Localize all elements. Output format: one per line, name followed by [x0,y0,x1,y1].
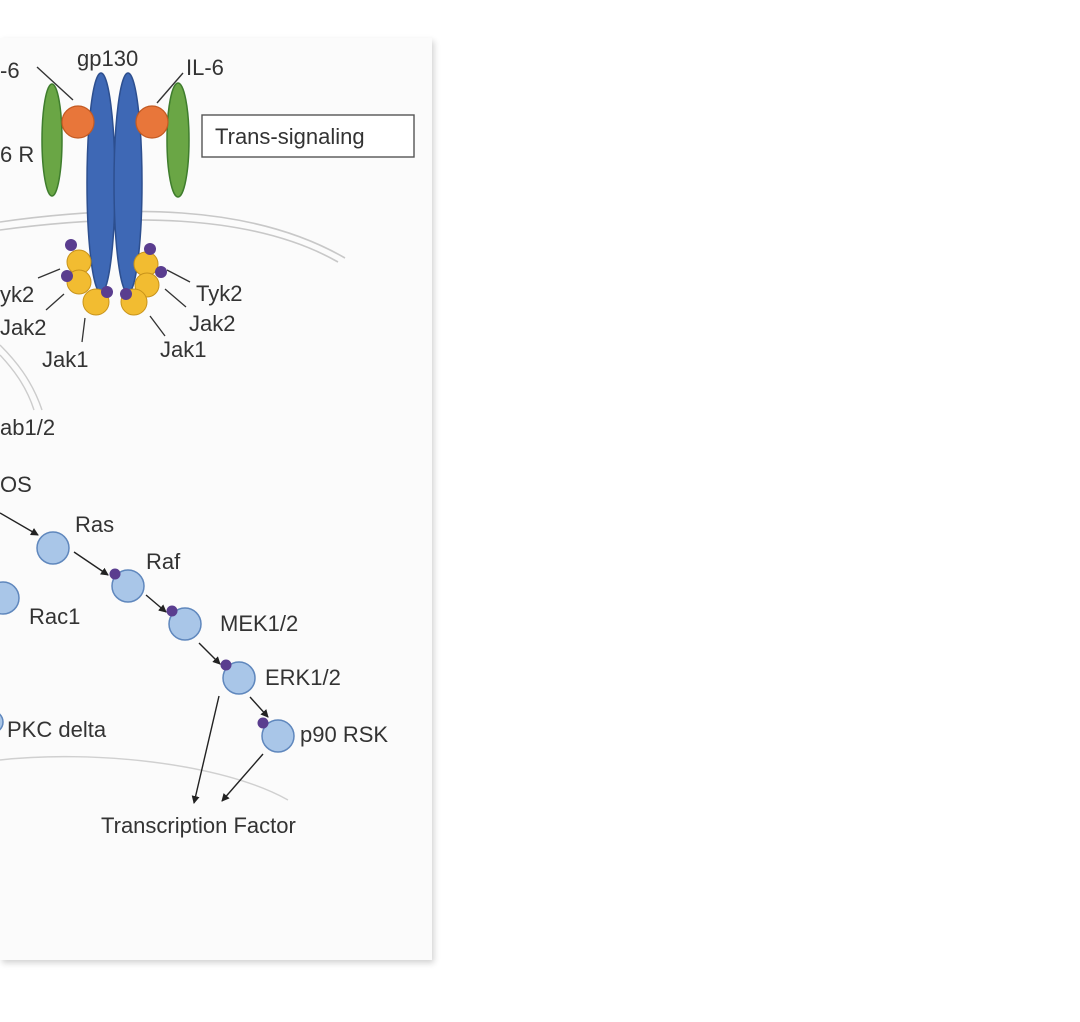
jak1-right-label: Jak1 [160,337,206,362]
rsk-label: p90 RSK [300,722,388,747]
trans-signaling-label: Trans-signaling [215,124,365,149]
ras-node [36,531,70,565]
phospho-dot [166,605,178,617]
gab-label: ab1/2 [0,415,55,440]
gp130-label: gp130 [77,46,138,71]
erk-to-tf-arrow [191,695,220,804]
diagram-panel [0,38,432,960]
tyk2-left-leader [37,268,61,279]
mek-label: MEK1/2 [220,611,298,636]
jak1-left-leader [81,317,86,343]
jak1-left-label: Jak1 [42,347,88,372]
erk-node [222,661,256,695]
il6-receptor-left [41,83,63,197]
raf-node [111,569,145,603]
rac1-node [0,581,20,615]
phospho-dot [65,239,77,251]
sos-to-ras-arrow [0,512,39,536]
phospho-dot [257,717,269,729]
tyk2-left-label: yk2 [0,282,34,307]
jak-right-1 [133,251,159,277]
cell-membrane-outer [0,210,346,259]
mek-node [168,607,202,641]
il6-ligand-left [61,105,95,139]
phospho-dot [109,568,121,580]
ras-label: Ras [75,512,114,537]
tyk2-right-label: Tyk2 [196,281,242,306]
phospho-dot [155,266,167,278]
rsk-to-tf-arrow [221,753,264,802]
il6-receptor-right [166,82,190,198]
il6-left-label: -6 [0,58,20,83]
jak2-right-leader [164,288,187,308]
tyk2-right-leader [166,269,191,283]
rac1-label: Rac1 [29,604,80,629]
jak2-left-leader [45,293,65,311]
erk-label: ERK1/2 [265,665,341,690]
phospho-dot [101,286,113,298]
rsk-node [261,719,295,753]
mek-to-erk-arrow [198,642,221,665]
il6r-left-label: 6 R [0,142,34,167]
sos-label: OS [0,472,32,497]
phospho-dot [144,243,156,255]
il6-left-leader [36,66,74,101]
membrane-curve-left-2 [0,354,35,411]
il6-right-leader [156,72,184,104]
ras-to-raf-arrow [73,551,109,576]
membrane-curve-left-1 [0,344,43,411]
jak1-right-leader [149,315,166,337]
trans-signaling-box [201,114,415,158]
jak2-left-label: Jak2 [0,315,46,340]
il6-ligand-right [135,105,169,139]
raf-label: Raf [146,549,181,574]
pkc-node [0,713,4,731]
phospho-dot [61,270,73,282]
cell-membrane-inner [0,219,339,263]
nuclear-membrane [0,755,289,801]
phospho-dot [220,659,232,671]
raf-to-mek-arrow [145,594,167,613]
phospho-dot [120,288,132,300]
erk-to-rsk-arrow [249,696,269,718]
pkc-label: PKC delta [7,717,107,742]
il6-right-label: IL-6 [186,55,224,80]
jak2-right-label: Jak2 [189,311,235,336]
transcription-factor-label: Transcription Factor [101,813,296,838]
